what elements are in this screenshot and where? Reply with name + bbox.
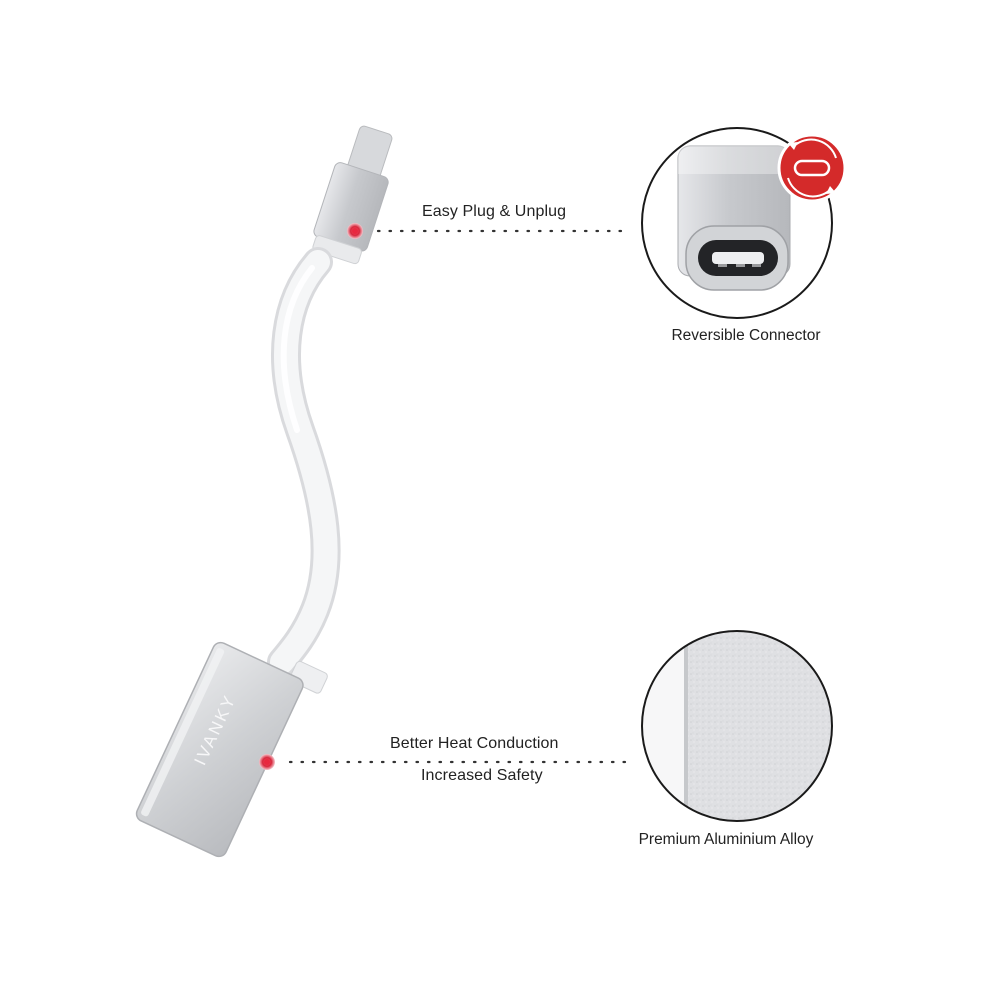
- usb-c-plug: [312, 125, 393, 265]
- callout-easy-plug: Easy Plug & Unplug: [422, 203, 567, 220]
- callout-heat-conduction: Better Heat Conduction: [390, 735, 559, 752]
- caption-aluminium-alloy: Premium Aluminium Alloy: [638, 831, 814, 848]
- usb-a-housing: IVANKY: [135, 641, 328, 858]
- caption-reversible-connector: Reversible Connector: [671, 327, 821, 344]
- detail-circle-connector: [641, 127, 847, 319]
- detail-circle-aluminium: [641, 630, 833, 822]
- reversible-badge-icon: [777, 133, 847, 203]
- callout-increased-safety: Increased Safety: [421, 767, 543, 784]
